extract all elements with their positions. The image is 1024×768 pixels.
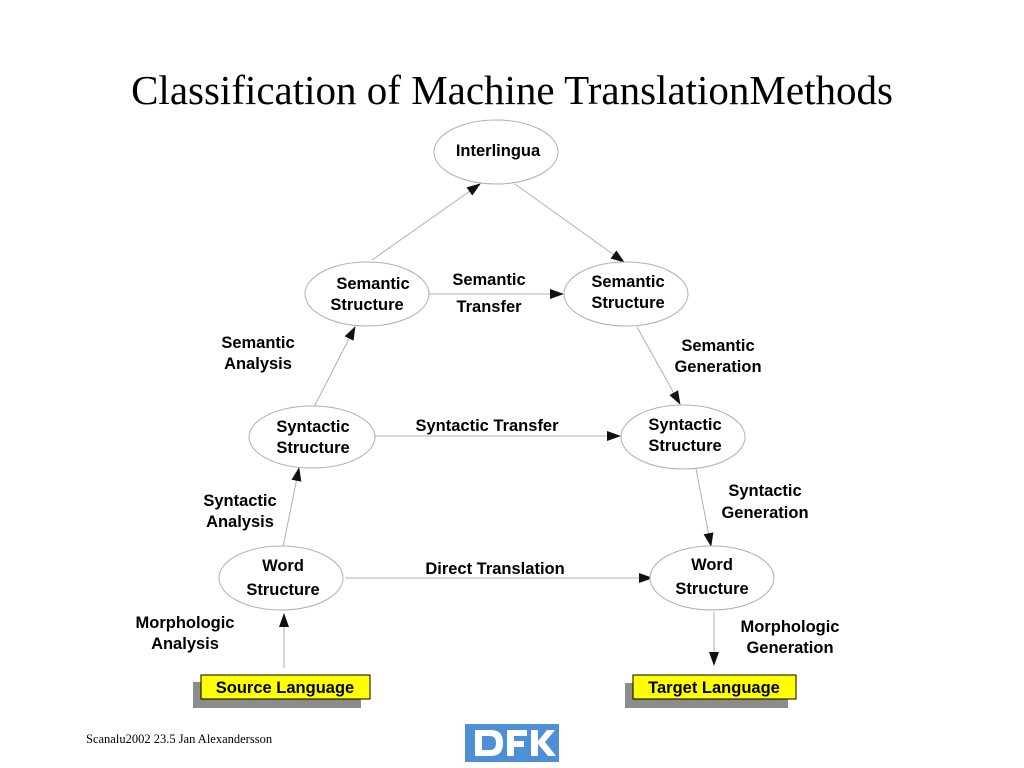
edge-word-left-to-syntactic-left xyxy=(282,467,302,548)
node-label-line: Word xyxy=(262,557,304,575)
label-syntactic-analysis: Syntactic Analysis xyxy=(203,492,276,531)
node-label-line: Word xyxy=(691,556,733,574)
slide-title: Classification of Machine TranslationMet… xyxy=(131,67,893,113)
label-semantic-generation: Semantic Generation xyxy=(674,337,761,376)
footer-credit: Scanalu2002 23.5 Jan Alexandersson xyxy=(86,732,273,746)
label-direct-translation: Direct Translation xyxy=(425,560,564,578)
node-label-line: Structure xyxy=(276,439,349,457)
source-language-box: Source Language xyxy=(193,674,371,708)
node-label-line: Semantic xyxy=(336,275,409,293)
edge-semantic-left-to-interlingua xyxy=(371,183,481,261)
edge-label-line: Morphologic xyxy=(741,618,840,636)
label-semantic-transfer: Semantic Transfer xyxy=(452,271,525,316)
target-language-label: Target Language xyxy=(648,679,780,697)
edge-label-line: Analysis xyxy=(151,635,219,653)
label-syntactic-transfer: Syntactic Transfer xyxy=(415,417,559,435)
edge-interlingua-to-semantic-right xyxy=(514,183,625,263)
node-label-line: Syntactic xyxy=(648,416,721,434)
edge-label-line: Semantic xyxy=(221,334,294,352)
label-semantic-analysis: Semantic Analysis xyxy=(221,334,294,373)
node-label-line: Structure xyxy=(330,296,403,314)
target-language-highlight xyxy=(632,674,797,700)
source-language-label: Source Language xyxy=(216,679,354,697)
node-syntactic-structure-right: Syntactic Structure xyxy=(620,404,746,470)
edge-label-line: Analysis xyxy=(224,355,292,373)
edge-label-line: Analysis xyxy=(206,513,274,531)
edge-label-line: Morphologic xyxy=(136,614,235,632)
edge-label-line: Semantic xyxy=(681,337,754,355)
target-language-box: Target Language xyxy=(625,674,797,708)
node-semantic-structure-left: Semantic Structure xyxy=(304,261,430,327)
node-label-line: Semantic xyxy=(591,273,664,291)
edge-label-line: Generation xyxy=(674,358,761,376)
dfki-logo xyxy=(465,724,559,762)
edge-label-line: Generation xyxy=(746,639,833,657)
node-interlingua: Interlingua xyxy=(433,119,559,185)
edge-syntactic-left-to-semantic-left xyxy=(312,326,356,410)
node-label-line: Structure xyxy=(591,294,664,312)
node-label-line: Syntactic xyxy=(276,418,349,436)
edge-label-line: Syntactic xyxy=(203,492,276,510)
node-label-line: Structure xyxy=(648,437,721,455)
node-semantic-structure-right: Semantic Structure xyxy=(563,261,689,327)
label-morphologic-analysis: Morphologic Analysis xyxy=(136,614,235,653)
node-word-structure-right: Word Structure xyxy=(649,545,775,611)
logo-letters xyxy=(475,730,556,756)
label-morphologic-generation: Morphologic Generation xyxy=(741,618,840,657)
source-language-highlight xyxy=(200,674,371,700)
node-label-line: Structure xyxy=(675,580,748,598)
node-interlingua-label: Interlingua xyxy=(456,142,541,160)
edge-label-line: Transfer xyxy=(456,298,522,316)
edge-syntactic-right-to-word-right xyxy=(695,468,714,547)
node-syntactic-structure-left: Syntactic Structure xyxy=(248,405,376,469)
edge-label-line: Semantic xyxy=(452,271,525,289)
edge-label-line: Syntactic xyxy=(728,482,801,500)
label-syntactic-generation: Syntactic Generation xyxy=(721,482,808,522)
node-word-structure-left: Word Structure xyxy=(218,545,344,611)
edge-semantic-right-to-syntactic-right xyxy=(636,326,681,405)
edge-label-line: Generation xyxy=(721,504,808,522)
node-label-line: Structure xyxy=(246,581,319,599)
